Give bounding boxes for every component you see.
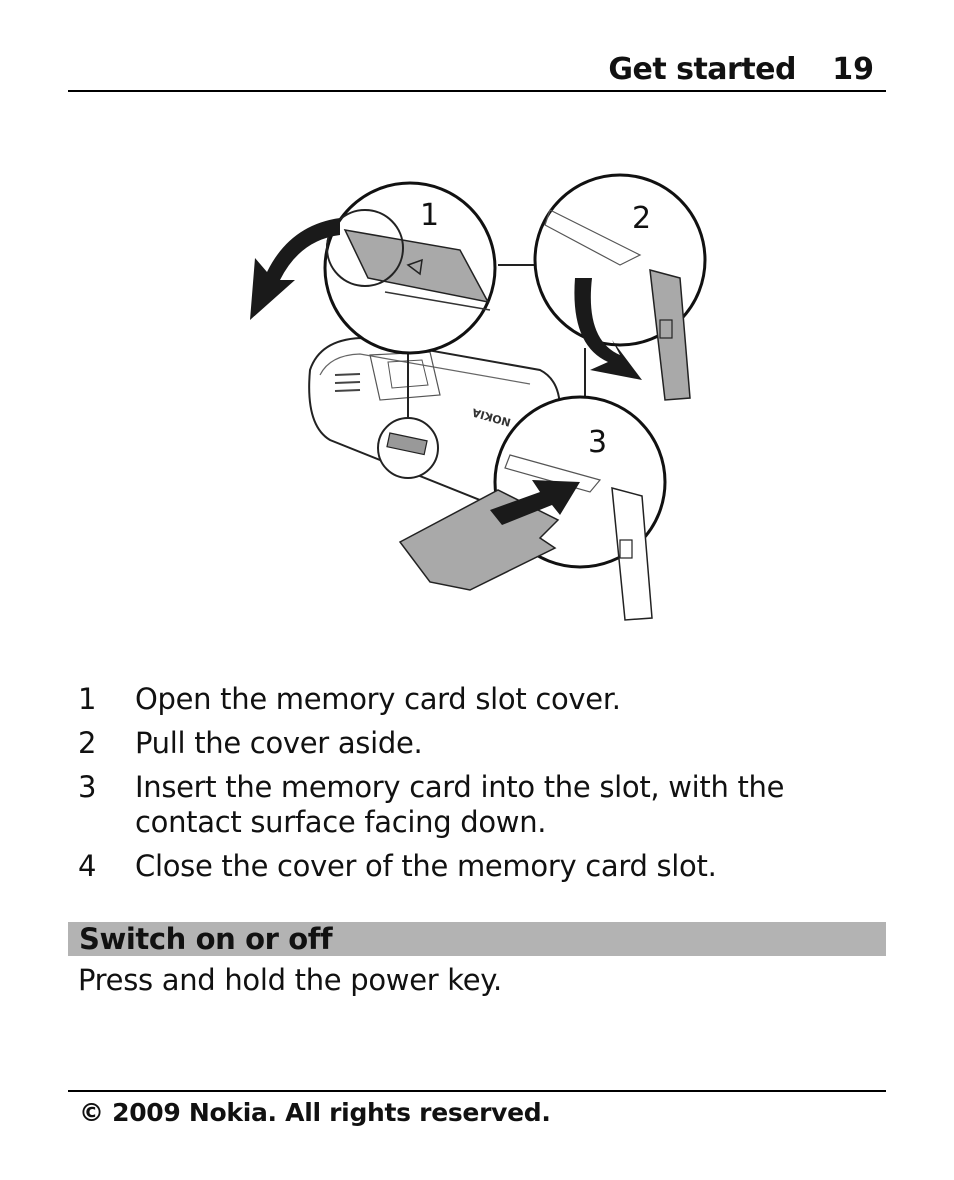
list-item: 1 Open the memory card slot cover.: [78, 682, 886, 717]
pull-arrow-icon: [250, 218, 340, 320]
callout-number-1: 1: [420, 198, 439, 233]
step-text: Close the cover of the memory card slot.: [135, 849, 717, 883]
step-number: 1: [78, 682, 97, 716]
section-title: Switch on or off: [79, 922, 333, 956]
copyright-notice: © 2009 Nokia. All rights reserved.: [79, 1098, 551, 1127]
list-item: 4 Close the cover of the memory card slo…: [78, 849, 886, 884]
steps-list: 1 Open the memory card slot cover. 2 Pul…: [78, 682, 886, 893]
list-item: 3 Insert the memory card into the slot, …: [78, 770, 886, 840]
callout-number-3: 3: [588, 425, 607, 460]
insert-arrow-icon: [490, 480, 580, 525]
callout-circle-1: [323, 181, 497, 355]
step-text: Open the memory card slot cover.: [135, 682, 621, 716]
callout-circle-2: [533, 173, 707, 401]
step-text: Insert the memory card into the slot, wi…: [135, 770, 785, 839]
callout-number-2: 2: [632, 201, 651, 236]
page-number: 19: [832, 52, 874, 87]
section-heading-bar: Switch on or off: [68, 922, 886, 956]
memory-card-illustration: NOKIA: [240, 170, 720, 630]
step-number: 4: [78, 849, 97, 883]
step-number: 2: [78, 726, 97, 760]
section-body-text: Press and hold the power key.: [78, 963, 502, 997]
step-number: 3: [78, 770, 97, 804]
header-section-title: Get started: [608, 52, 796, 87]
list-item: 2 Pull the cover aside.: [78, 726, 886, 761]
page-header: Get started 19: [68, 50, 886, 92]
page-footer: © 2009 Nokia. All rights reserved.: [68, 1090, 886, 1127]
step-text: Pull the cover aside.: [135, 726, 423, 760]
